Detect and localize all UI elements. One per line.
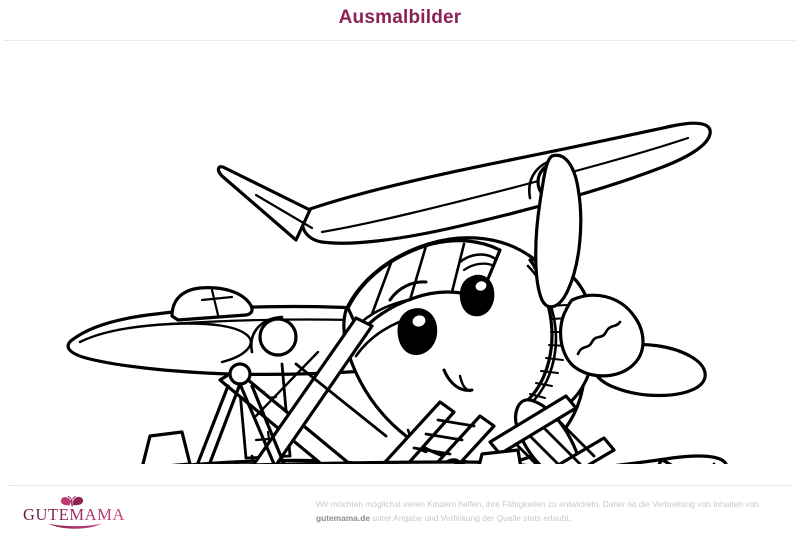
page-title: Ausmalbilder (338, 6, 462, 28)
logo-swoosh (48, 523, 102, 529)
seaplane-illustration (66, 121, 728, 464)
a-frame-pylon (195, 382, 286, 464)
cockpit-canopy (346, 239, 502, 336)
disclaimer-line-2-post: unter Angabe und Verlinkung der Quelle s… (370, 512, 572, 523)
tail-curl-detail (444, 458, 463, 464)
footer-disclaimer: Wir möchten möglichst vielen Kindern hel… (316, 498, 786, 524)
left-tailfin (170, 286, 254, 322)
header-divider (4, 40, 796, 42)
left-pontoon (141, 430, 527, 464)
gutemama-logo[interactable]: GUTEMAMA (18, 492, 130, 532)
page-header: Ausmalbilder (0, 0, 800, 34)
footer-divider (8, 485, 792, 487)
face-eyes (388, 253, 496, 356)
artwork-container (0, 44, 800, 484)
wing-struts-left (218, 316, 388, 464)
upper-wing (300, 121, 712, 245)
right-pontoon (477, 448, 728, 464)
logo-wordmark: GUTEMAMA (23, 505, 125, 524)
butterfly-icon (60, 495, 84, 507)
logo-svg: GUTEMAMA (23, 495, 125, 529)
brand-link[interactable]: gutemama.de (316, 512, 370, 523)
face-mouth (442, 368, 474, 393)
page-footer: GUTEMAMA Wir möchten möglichst vielen Ki… (0, 485, 800, 537)
strut-hinge (228, 362, 252, 386)
propeller (514, 153, 707, 464)
right-ladder (488, 394, 616, 464)
center-ladder (381, 400, 496, 464)
disclaimer-line-1: Wir möchten möglichst vielen Kindern hel… (316, 499, 650, 510)
disclaimer-line-2-pre: Verbreitung von Inhalten von (652, 499, 759, 510)
upper-fin (216, 165, 314, 242)
